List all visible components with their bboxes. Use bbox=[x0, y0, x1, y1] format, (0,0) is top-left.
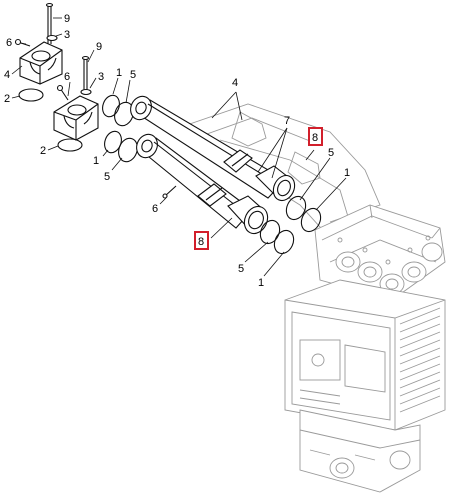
highlighted-callout-8-lower[interactable]: 8 bbox=[194, 231, 209, 250]
callout-5-right-bottom: 5 bbox=[238, 263, 244, 275]
engine-block-assembly bbox=[177, 103, 446, 493]
leader-lines bbox=[11, 17, 347, 277]
callout-labels: 9 3 6 4 2 9 6 3 2 1 5 4 7 1 5 6 5 1 5 1 bbox=[4, 13, 350, 289]
callout-9-upper: 9 bbox=[64, 13, 70, 25]
o-rings-right bbox=[259, 195, 322, 255]
callout-1-left-top: 1 bbox=[116, 67, 122, 79]
highlight-8-upper-label: 8 bbox=[312, 132, 318, 144]
callout-6-pipe-screw: 6 bbox=[152, 203, 158, 215]
callout-2-upper: 2 bbox=[4, 93, 10, 105]
callout-9-lower: 9 bbox=[96, 41, 102, 53]
highlight-8-lower-label: 8 bbox=[198, 236, 204, 248]
callout-5-left-top: 5 bbox=[130, 69, 136, 81]
callout-7-pipe: 7 bbox=[284, 115, 290, 127]
callout-6-upper: 6 bbox=[6, 37, 12, 49]
lower-flange-assembly bbox=[53, 55, 99, 152]
callout-1-left-bottom: 1 bbox=[93, 155, 99, 167]
callout-2-lower: 2 bbox=[40, 145, 46, 157]
pipe-lower bbox=[136, 133, 269, 235]
callout-1-right-top: 1 bbox=[344, 167, 350, 179]
callout-4-pipe: 4 bbox=[232, 77, 238, 89]
callout-5-right-top: 5 bbox=[328, 147, 334, 159]
pipe-upper bbox=[130, 95, 296, 202]
callout-4-upper: 4 bbox=[4, 69, 10, 81]
o-rings-left bbox=[102, 94, 138, 163]
highlighted-callout-8-upper[interactable]: 8 bbox=[308, 127, 323, 146]
callout-1-right-bottom: 1 bbox=[258, 277, 264, 289]
callout-3-lower: 3 bbox=[98, 71, 104, 83]
callout-6-lower: 6 bbox=[64, 71, 70, 83]
upper-flange-assembly bbox=[14, 2, 63, 102]
callout-3-upper: 3 bbox=[64, 29, 70, 41]
callout-5-left-bottom: 5 bbox=[104, 171, 110, 183]
